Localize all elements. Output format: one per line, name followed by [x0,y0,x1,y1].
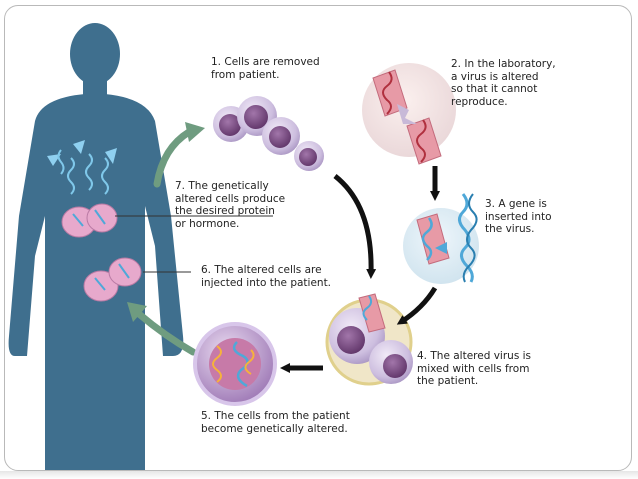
arrow-step1-to-step4 [333,174,377,279]
virus-cell-mixing [325,293,413,386]
human-body-silhouette [8,23,184,470]
curve-arrow-injection [127,302,197,356]
step-4-caption: 4. The altered virus is mixed with cells… [417,350,532,387]
step-1-caption: 1. Cells are removed from patient. [211,56,320,81]
gene-therapy-diagram [8,23,479,470]
step-6-caption: 6. The altered cells are injected into t… [201,264,332,289]
arrow-step3-to-step4 [396,286,438,325]
step-3-caption: 3. A gene is inserted into the virus. [485,198,552,235]
curve-arrow-removal [153,122,205,188]
genetically-altered-cell [193,322,277,406]
step-2-caption: 2. In the laboratory, a virus is altered… [451,58,556,108]
frame-shadow [0,471,638,479]
lab-virus-circle [362,63,456,165]
step-5-caption: 5. The cells from the patient become gen… [201,410,350,435]
body-altered-cells-lower [83,257,142,302]
removed-cells-cluster [213,96,324,171]
body-altered-cells-upper [61,203,118,238]
gene-insertion-circle [403,193,479,284]
protein-secretion-icon [47,140,117,195]
diagram-frame: 1. Cells are removed from patient. 2. In… [4,5,632,471]
step-7-caption: 7. The genetically altered cells produce… [175,180,286,230]
